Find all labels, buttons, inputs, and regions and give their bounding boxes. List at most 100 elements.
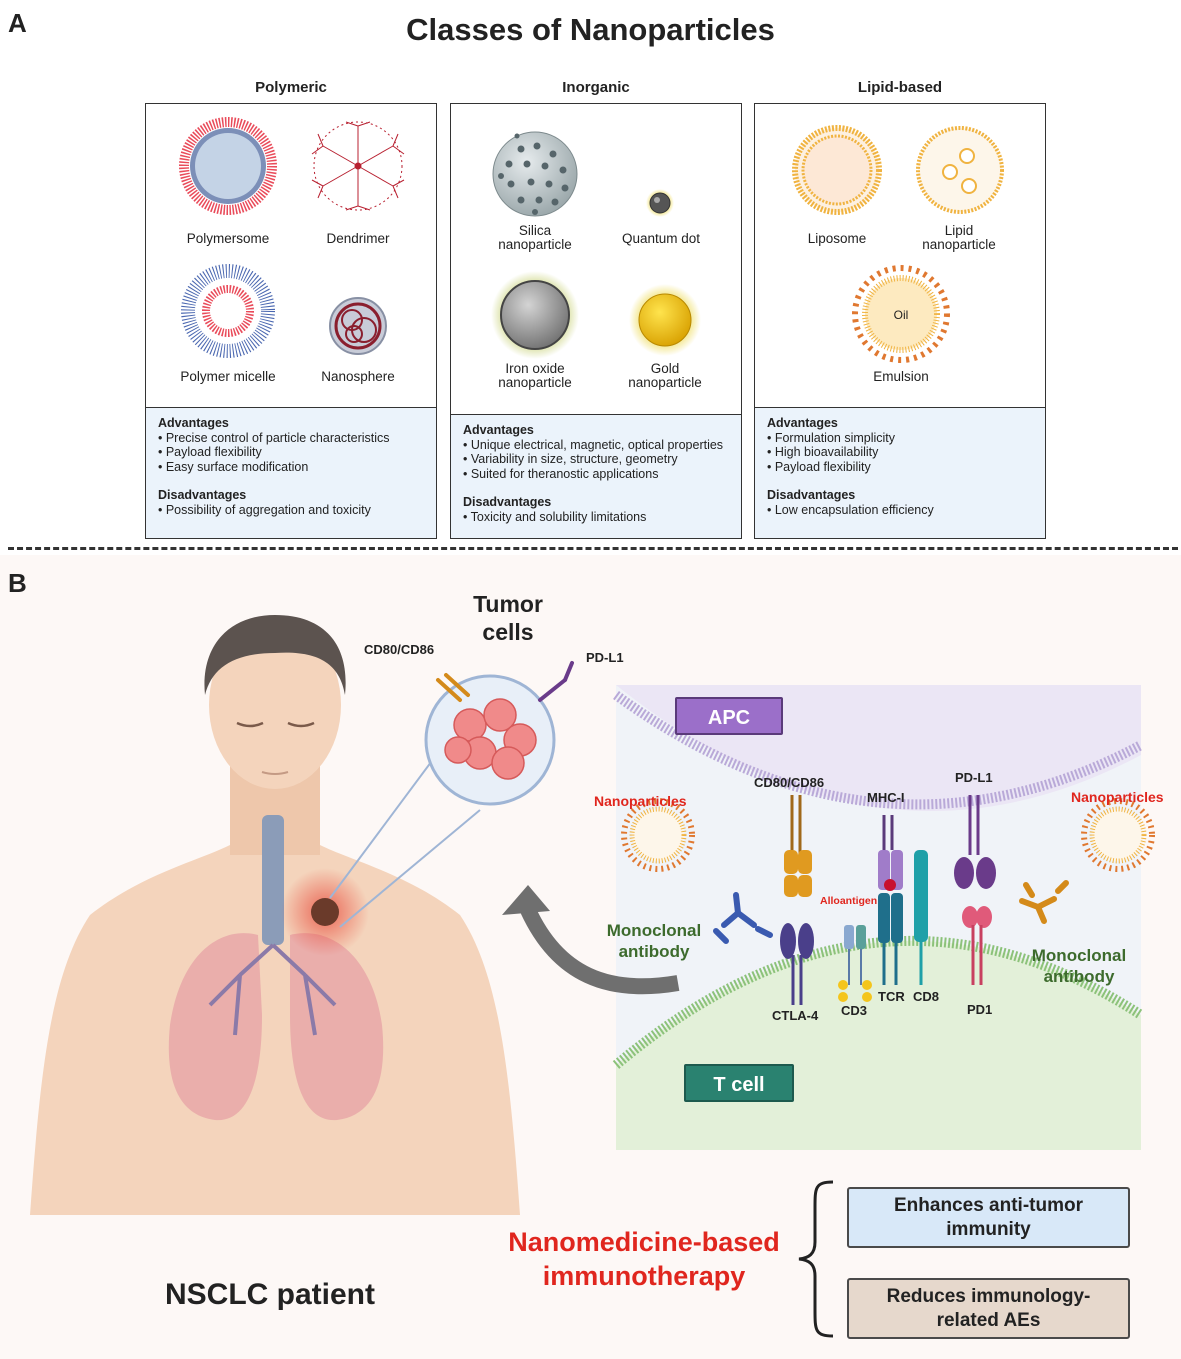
outcome-enhances-immunity: Enhances anti-tumor immunity [847,1187,1130,1248]
dendrimer-label: Dendrimer [326,231,390,246]
pdl1-top-label: PD-L1 [586,650,624,665]
patient-label: NSCLC patient [165,1278,375,1311]
right-lung [290,933,384,1121]
cd80-receptor-icon [436,673,470,702]
disadvantage-item: • Toxicity and solubility limitations [463,509,647,524]
gold-nanoparticle-icon [629,284,701,356]
lipid-box: Oil Liposome Lipid nanoparticle Emulsion… [754,103,1046,539]
cd80-top-label: CD80/CD86 [364,642,435,657]
advantage-item: • Easy surface modification [158,459,309,474]
pd1-label: PD1 [967,1002,993,1017]
disadvantages-heading: Disadvantages [463,495,552,510]
polymeric-box: Polymersome Dendrimer Polymer micelle Na… [145,103,437,539]
monoclonal-antibody-left-icon [713,892,773,944]
tcr-label: TCR [878,989,905,1004]
trachea-shape [262,815,284,945]
nanoparticle-left-icon [621,798,695,872]
torso-shape [30,805,520,1215]
section-divider [8,547,1178,550]
tumor-cells-label: Tumor cells [473,591,543,645]
quantum-dot-icon [646,189,674,217]
tcell-membrane [612,935,1144,1069]
apc-label: APC [675,697,783,735]
pd1-icon [962,906,992,985]
panel-a-letter: A [8,8,27,38]
advantage-item: • Formulation simplicity [767,430,896,445]
lipid-nanoparticle-label: Lipid nanoparticle [922,223,996,252]
advantages-heading: Advantages [463,423,534,437]
lipid-pros-cons: Advantages • Formulation simplicity • Hi… [755,407,1045,538]
tcr-icon [878,893,903,985]
column-title-inorganic: Inorganic [562,79,630,96]
nanoparticle-right-icon [1081,798,1155,872]
gold-nanoparticle-label: Gold nanoparticle [628,361,702,390]
cd3-icon [838,925,872,1002]
pd-l1-icon [954,795,996,889]
monoclonal-antibody-right-icon [1019,880,1069,924]
cd80-label: CD80/CD86 [754,775,825,790]
tcell-label: T cell [684,1064,794,1102]
polymersome-icon [179,117,277,215]
column-title-polymeric: Polymeric [255,79,327,96]
inorganic-box: Silica nanoparticle Quantum dot Iron oxi… [450,103,742,539]
iron-oxide-nanoparticle-icon [491,271,579,359]
disadvantages-heading: Disadvantages [158,488,247,503]
tumor-mass [311,898,339,926]
cd8-icon [914,850,928,985]
mab-right-label: Monoclonal antibody [1031,946,1127,986]
brace-icon [798,1180,834,1338]
polymer-micelle-label: Polymer micelle [180,369,276,384]
advantage-item: • Variability in size, structure, geomet… [463,452,678,467]
advantage-item: • Suited for theranostic applications [463,466,659,481]
cd3-label: CD3 [841,1003,868,1018]
advantage-item: • Payload flexibility [767,459,871,474]
mhc-i-icon [878,815,903,891]
panel-a-title: Classes of Nanoparticles [406,12,775,47]
nanoparticles-left-label: Nanoparticles [594,793,687,809]
liposome-icon [792,125,882,215]
alloantigen-label: Alloantigen [820,895,878,907]
panel-b-letter: B [8,568,27,598]
outcome-reduces-aes: Reduces immunology- related AEs [847,1278,1130,1339]
cd8-label: CD8 [913,989,940,1004]
advantage-item: • Unique electrical, magnetic, optical p… [463,437,724,452]
pdl1-label: PD-L1 [955,770,993,785]
mhc-label: MHC-I [867,790,905,805]
hair-shape [204,615,346,695]
advantages-heading: Advantages [158,416,229,430]
liposome-label: Liposome [807,231,867,246]
polymeric-pros-cons: Advantages • Precise control of particle… [146,407,436,538]
polymeric-illustrations [179,117,405,358]
advantage-item: • Precise control of particle characteri… [158,430,390,445]
lipid-nanoparticle-icon [916,126,1004,214]
polymer-micelle-icon [181,264,275,358]
polymersome-label: Polymersome [186,231,270,246]
disadvantage-item: • Possibility of aggregation and toxicit… [158,502,371,517]
disadvantages-heading: Disadvantages [767,488,856,503]
inorganic-illustrations [491,131,701,359]
ctla-4-icon [780,923,814,1005]
advantages-heading: Advantages [767,416,838,430]
nanosphere-icon [329,297,387,355]
oil-label: Oil [893,308,909,322]
ctla4-label: CTLA-4 [772,1008,819,1023]
emulsion-icon [852,265,950,363]
mab-left-label: Monoclonal antibody [606,921,702,961]
return-arrow-icon [520,906,680,995]
nanoparticles-right-label: Nanoparticles [1071,789,1164,805]
column-title-lipid: Lipid-based [857,79,943,96]
therapy-label: Nanomedicine-based immunotherapy [508,1227,780,1291]
inorganic-pros-cons: Advantages • Unique electrical, magnetic… [451,414,741,538]
lipid-illustrations [792,125,1004,363]
head-shape [209,621,341,789]
iron-oxide-label: Iron oxide nanoparticle [498,361,572,390]
pdl1-receptor-icon [538,661,574,702]
nanosphere-label: Nanosphere [321,369,395,384]
advantage-item: • High bioavailability [767,445,879,460]
cd80-cd86-icon [784,795,812,897]
advantage-item: • Payload flexibility [158,445,262,460]
disadvantage-item: • Low encapsulation efficiency [767,502,934,517]
silica-nanoparticle-label: Silica nanoparticle [498,223,572,252]
dendrimer-icon [311,121,405,211]
patient-illustration [30,615,574,1215]
